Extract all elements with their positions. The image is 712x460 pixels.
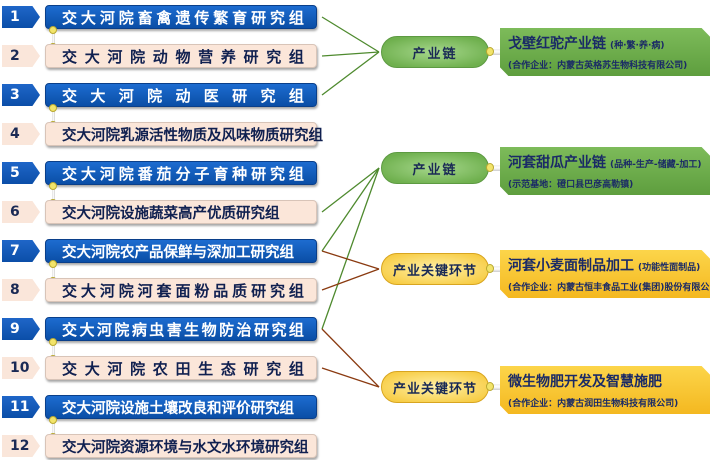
card-title-text: 微生物肥开发及智慧施肥: [508, 374, 662, 390]
link-knob-icon: [49, 104, 57, 112]
card-subtitle: (示范基地：磴口县巴彦高勒镇): [508, 180, 634, 190]
card-title: 戈壁红驼产业链 (种·繁·养·病): [508, 33, 702, 53]
card-title: 微生物肥开发及智慧施肥: [508, 371, 702, 391]
industry-card[interactable]: 河套甜瓜产业链 (品种-生产-储藏-加工) (示范基地：磴口县巴彦高勒镇): [500, 147, 710, 195]
category-pill[interactable]: 产业关键环节: [381, 253, 489, 285]
pill-card-connector: [489, 165, 503, 171]
card-title-text: 戈壁红驼产业链: [508, 36, 606, 52]
research-group-box[interactable]: 交大河院河套面粉品质研究组: [45, 278, 317, 302]
connector-knob-icon: [486, 47, 494, 56]
research-group-box[interactable]: 交大河院设施蔬菜高产优质研究组: [45, 200, 317, 224]
pill-card-connector: [489, 384, 503, 390]
group-number-tag: 12: [2, 435, 40, 457]
research-group-box[interactable]: 交大河院病虫害生物防治研究组: [45, 317, 317, 341]
group-number-tag: 1: [2, 6, 40, 28]
link-knob-icon: [49, 260, 57, 268]
card-title: 河套甜瓜产业链 (品种-生产-储藏-加工): [508, 152, 702, 172]
research-group-box[interactable]: 交大河院农产品保鲜与深加工研究组: [45, 239, 317, 263]
card-subtitle: (合作企业：内蒙古恒丰食品工业(集团)股份有限公司): [508, 283, 712, 293]
group-to-category-line: [321, 51, 380, 96]
link-stem: [52, 33, 55, 45]
group-number-tag: 4: [2, 123, 40, 145]
link-stem: [52, 189, 55, 201]
research-group-box[interactable]: 交大河院设施土壤改良和评价研究组: [45, 395, 317, 419]
card-note: (品种-生产-储藏-加工): [610, 160, 702, 170]
industry-card[interactable]: 河套小麦面制品加工 (功能性面制品) (合作企业：内蒙古恒丰食品工业(集团)股份有限…: [500, 250, 710, 298]
research-group-box[interactable]: 交大河院动物营养研究组: [45, 44, 317, 68]
group-to-category-line: [321, 367, 380, 388]
group-to-category-line: [321, 250, 380, 270]
category-pill[interactable]: 产业链: [381, 152, 489, 184]
group-number-tag: 2: [2, 45, 40, 67]
industry-card[interactable]: 微生物肥开发及智慧施肥 (合作企业：内蒙古润田生物科技有限公司): [500, 366, 710, 414]
card-title: 河套小麦面制品加工 (功能性面制品): [508, 255, 702, 275]
group-to-category-line: [321, 167, 380, 330]
link-stem: [52, 267, 55, 279]
group-number-tag: 5: [2, 162, 40, 184]
link-knob-icon: [49, 182, 57, 190]
industry-card[interactable]: 戈壁红驼产业链 (种·繁·养·病) (合作企业：内蒙古英格苏生物科技有限公司): [500, 28, 710, 76]
link-stem: [52, 423, 55, 435]
card-subtitle: (合作企业：内蒙古英格苏生物科技有限公司): [508, 61, 688, 71]
category-pill[interactable]: 产业关键环节: [381, 371, 489, 403]
category-pill[interactable]: 产业链: [381, 36, 489, 68]
link-knob-icon: [49, 416, 57, 424]
group-number-tag: 9: [2, 318, 40, 340]
group-to-category-line: [321, 51, 380, 57]
research-group-box[interactable]: 交大河院乳源活性物质及风味物质研究组: [45, 122, 323, 146]
research-group-box[interactable]: 交大河院农田生态研究组: [45, 356, 317, 380]
research-group-box[interactable]: 交大河院资源环境与水文水环境研究组: [45, 434, 317, 458]
link-stem: [52, 345, 55, 357]
card-title-text: 河套小麦面制品加工: [508, 258, 634, 274]
card-title-text: 河套甜瓜产业链: [508, 155, 606, 171]
card-note: (功能性面制品): [638, 263, 701, 273]
research-group-box[interactable]: 交大河院动医研究组: [45, 83, 317, 107]
group-to-category-line: [321, 268, 380, 291]
card-subtitle: (合作企业：内蒙古润田生物科技有限公司): [508, 399, 679, 409]
group-to-category-line: [321, 328, 380, 388]
card-note: (种·繁·养·病): [610, 41, 665, 51]
link-stem: [52, 111, 55, 123]
connector-knob-icon: [486, 264, 494, 273]
research-group-box[interactable]: 交大河院畜禽遗传繁育研究组: [45, 5, 317, 29]
group-number-tag: 8: [2, 279, 40, 301]
group-number-tag: 6: [2, 201, 40, 223]
group-number-tag: 10: [2, 357, 40, 379]
group-number-tag: 11: [2, 396, 40, 418]
pill-card-connector: [489, 266, 503, 272]
group-to-category-line: [321, 167, 380, 213]
group-number-tag: 3: [2, 84, 40, 106]
link-knob-icon: [49, 26, 57, 34]
research-group-box[interactable]: 交大河院番茄分子育种研究组: [45, 161, 317, 185]
connector-knob-icon: [486, 382, 494, 391]
group-to-category-line: [321, 167, 380, 252]
group-to-category-line: [321, 16, 380, 53]
pill-card-connector: [489, 49, 503, 55]
connector-knob-icon: [486, 163, 494, 172]
link-knob-icon: [49, 338, 57, 346]
group-number-tag: 7: [2, 240, 40, 262]
